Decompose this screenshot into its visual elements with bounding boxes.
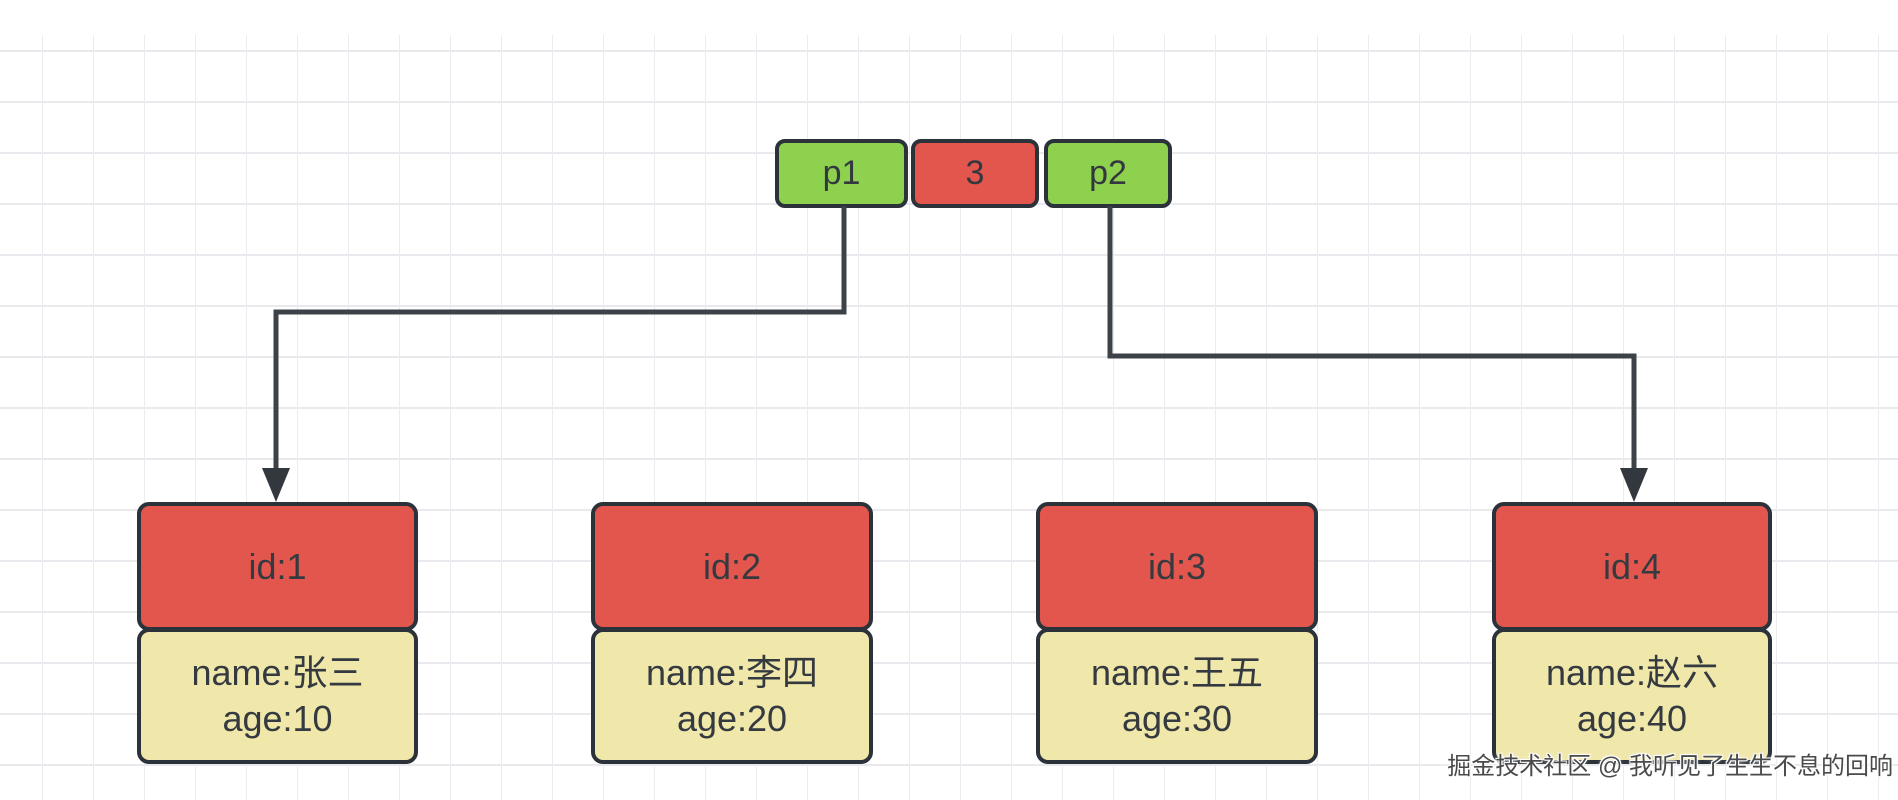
pointer-cell-p1-label: p1 xyxy=(822,154,861,192)
node-card-1: id:1 name:张三 age:10 xyxy=(137,502,418,764)
node-2-id-header: id:2 xyxy=(591,502,873,631)
node-2-name: name:李四 xyxy=(645,651,819,693)
node-card-4: id:4 name:赵六 age:40 xyxy=(1492,502,1772,764)
pointer-cell-p1: p1 xyxy=(775,139,908,208)
size-cell-label: 3 xyxy=(965,154,985,192)
node-1-body: name:张三 age:10 xyxy=(137,628,418,764)
watermark: 掘金技术社区 @ 我听见了生生不息的回响 xyxy=(1447,753,1893,780)
node-card-2: id:2 name:李四 age:20 xyxy=(591,502,873,764)
pointer-cell-p2-label: p2 xyxy=(1089,154,1127,192)
node-3-body: name:王五 age:30 xyxy=(1036,628,1318,764)
node-3-id-header: id:3 xyxy=(1036,502,1318,631)
node-4-id-header: id:4 xyxy=(1492,502,1772,631)
node-2-body: name:李四 age:20 xyxy=(591,628,873,764)
node-4-id: id:4 xyxy=(1602,545,1662,587)
node-4-body: name:赵六 age:40 xyxy=(1492,628,1772,764)
node-2-id: id:2 xyxy=(702,545,762,587)
node-card-3: id:3 name:王五 age:30 xyxy=(1036,502,1318,764)
node-1-id: id:1 xyxy=(248,545,307,587)
node-1-age: age:10 xyxy=(222,698,333,739)
node-3-id: id:3 xyxy=(1147,545,1207,587)
node-2-age: age:20 xyxy=(676,698,788,739)
pointer-cell-p2: p2 xyxy=(1044,139,1172,208)
node-1-id-header: id:1 xyxy=(137,502,418,631)
node-4-age: age:40 xyxy=(1576,698,1688,739)
node-3-age: age:30 xyxy=(1121,698,1233,739)
node-3-name: name:王五 xyxy=(1090,651,1264,693)
node-4-name: name:赵六 xyxy=(1545,651,1719,693)
node-1-name: name:张三 xyxy=(191,651,364,693)
size-cell: 3 xyxy=(911,139,1039,208)
